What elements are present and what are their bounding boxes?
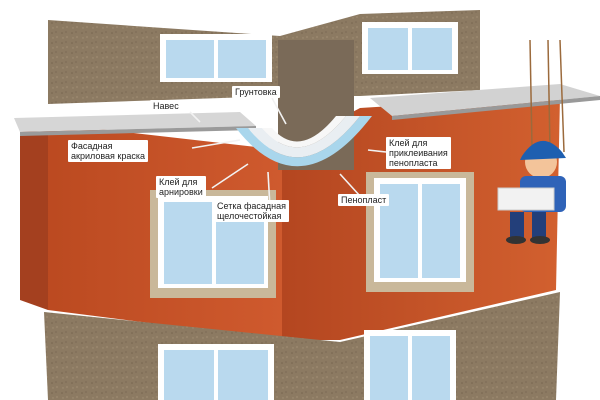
middle-window-right [366,172,474,292]
label-naves: Навес [150,100,182,112]
lower-window-right [364,330,456,400]
upper-window-right [362,22,458,74]
insulation-layers-cutaway [236,40,372,170]
label-penoplast: Пенопласт [338,194,390,206]
label-reinforcement-adhesive: Клей для арнировки [156,176,206,198]
label-alkali-resistant-mesh: Сетка фасадная щелочестойкая [214,200,289,222]
label-foam-adhesive: Клей для приклеивания пенопласта [386,137,451,169]
worker-figure [497,39,566,244]
lower-window-left [158,344,274,400]
canopy-left [14,112,256,136]
canopy-right [370,84,600,120]
label-facade-paint: Фасадная акриловая краска [68,140,148,162]
label-gruntovka: Грунтовка [232,86,280,98]
upper-window-left [160,34,272,82]
middle-window-left [150,190,276,298]
